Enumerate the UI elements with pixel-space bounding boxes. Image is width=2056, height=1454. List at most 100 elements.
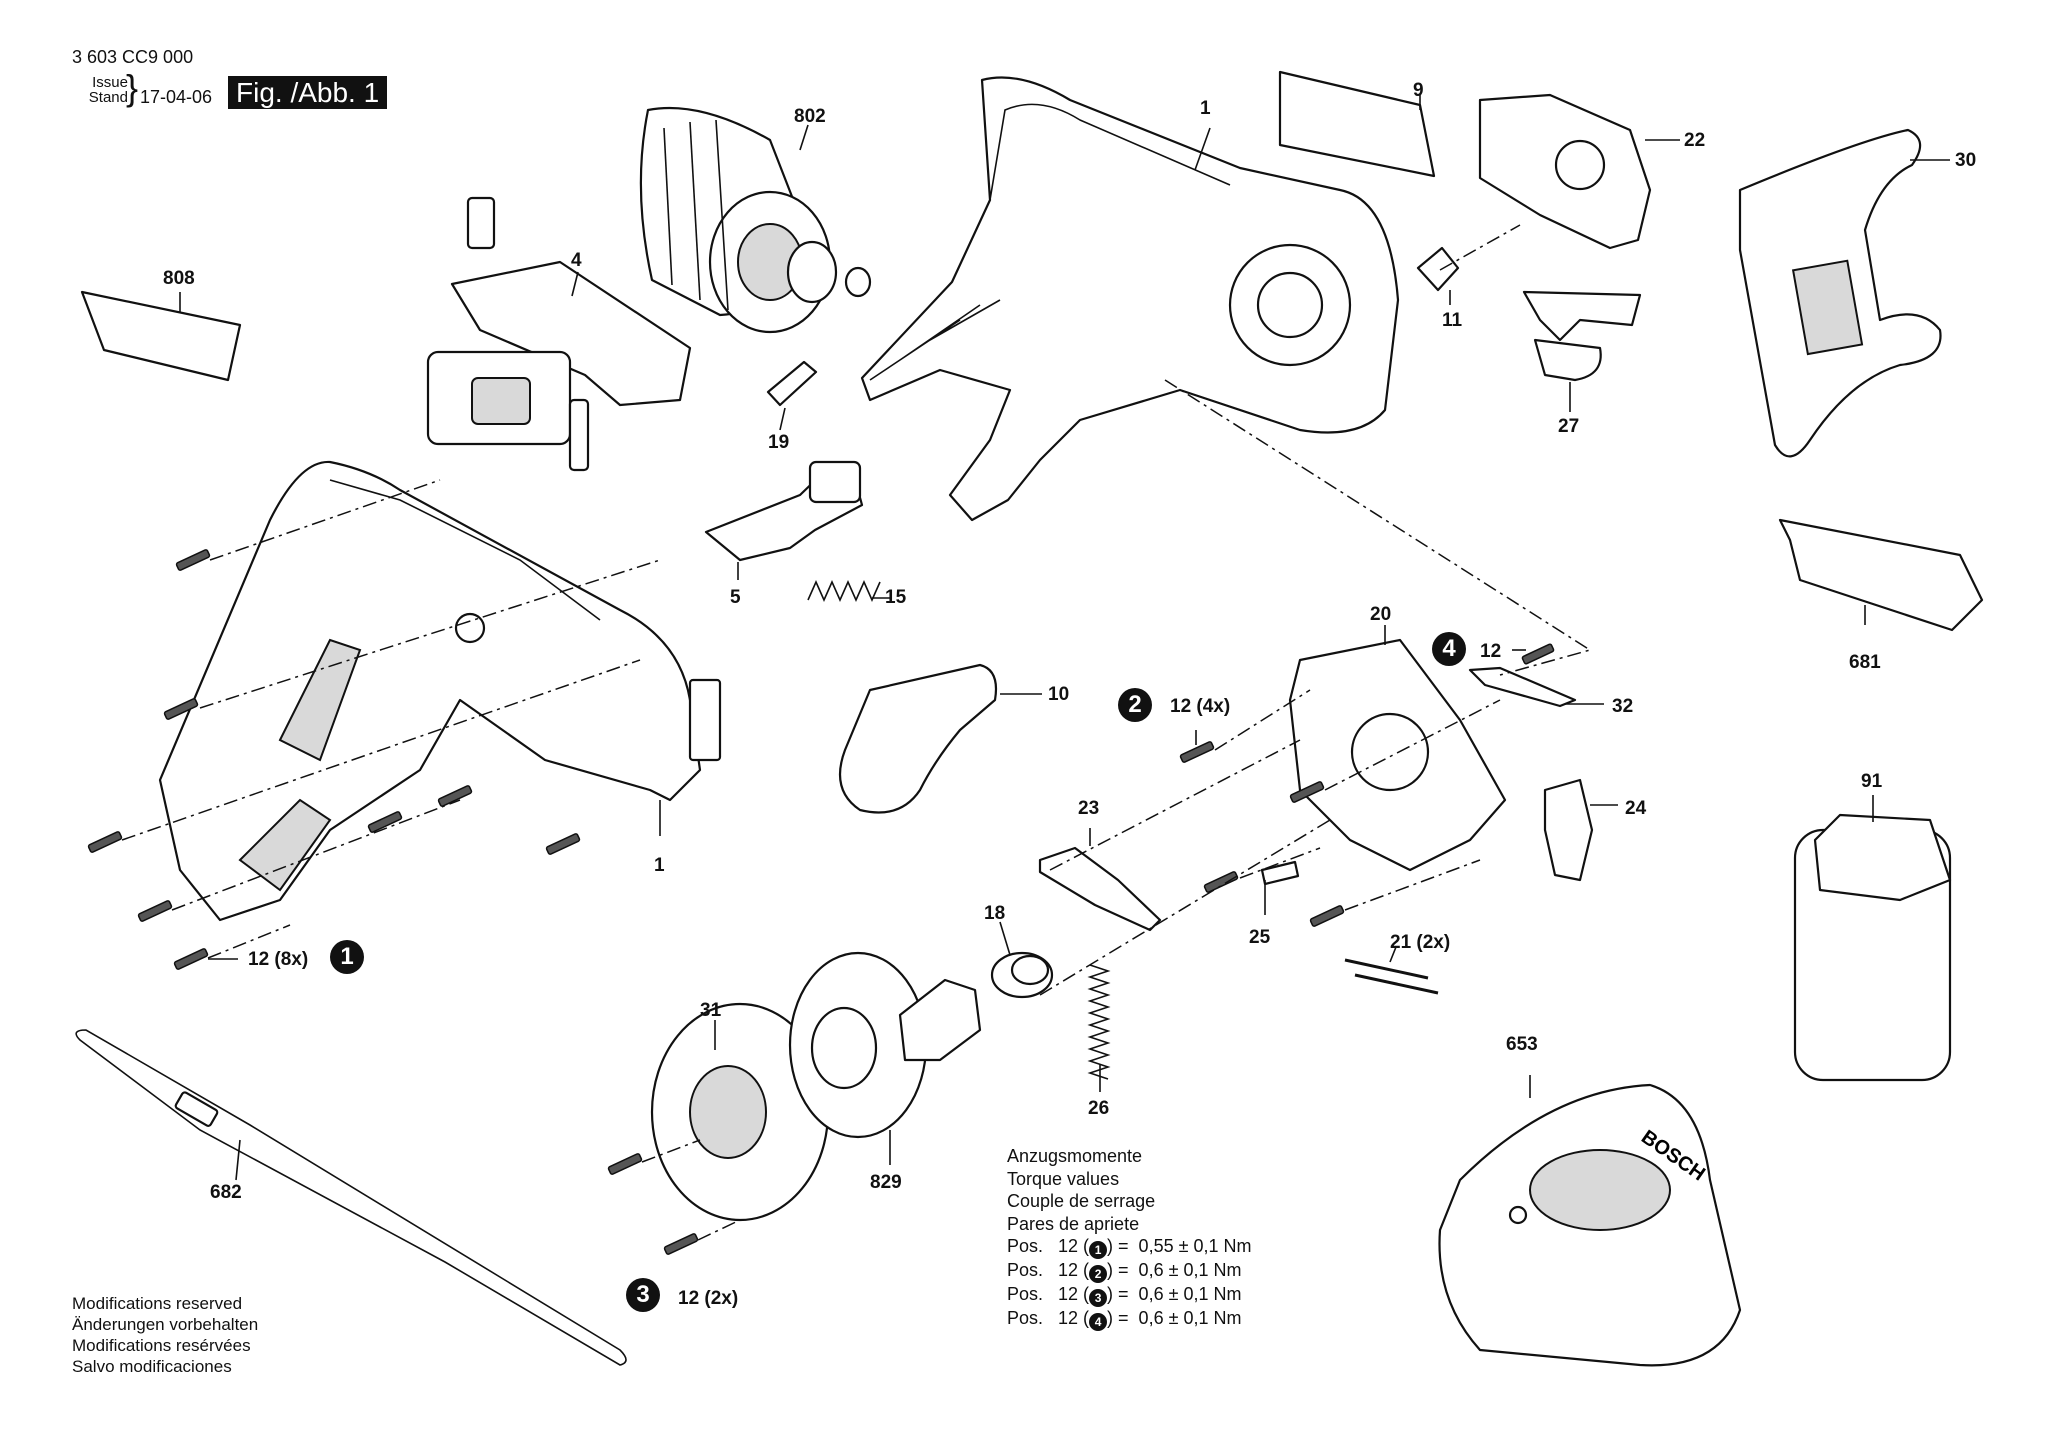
part-24: [1543, 778, 1594, 882]
part-32-lever: [1468, 666, 1577, 708]
part-20-gear-housing: [1288, 638, 1507, 872]
callout-12-4x: 12 (4x): [1170, 696, 1231, 717]
note-es: Salvo modificaciones: [72, 1357, 232, 1376]
callout-21-2x: 21 (2x): [1390, 932, 1451, 953]
torque-heading-de: Anzugsmomente: [1007, 1146, 1143, 1166]
callout-682: 682: [210, 1182, 242, 1203]
callout-12-8x: 12 (8x): [248, 949, 309, 970]
torque-heading-en: Torque values: [1007, 1168, 1120, 1189]
part-9-label: [1278, 70, 1436, 178]
callout-829: 829: [870, 1172, 902, 1193]
callout-9: 9: [1413, 80, 1424, 101]
torque-value: ) = 0,6 ± 0,1 Nm: [1107, 1308, 1242, 1328]
part-11: [1416, 246, 1460, 292]
torque-prefix: Pos. 12 (: [1007, 1236, 1090, 1256]
torque-badge: 2: [1089, 1265, 1108, 1283]
callout-22: 22: [1684, 130, 1706, 151]
callout-27: 27: [1558, 416, 1580, 437]
callout-808: 808: [163, 268, 195, 289]
callout-20: 20: [1370, 604, 1392, 625]
callout-26: 26: [1088, 1098, 1110, 1119]
callout-1-bottom: 1: [654, 855, 665, 876]
stand-label: Stand: [88, 89, 128, 106]
callout-23: 23: [1078, 798, 1100, 819]
issue-label: Issue: [92, 74, 128, 91]
issue-brace: }: [126, 67, 139, 108]
torque-row: Pos. 12 (2) = 0,6 ± 0,1 Nm: [1007, 1259, 1252, 1283]
callout-12-2x: 12 (2x): [678, 1288, 739, 1309]
assembly-lines: [121, 224, 1592, 1241]
callout-24: 24: [1625, 798, 1647, 819]
note-en: Modifications reserved: [72, 1294, 243, 1313]
part-1-housing-top: [860, 76, 1400, 522]
torque-table: Anzugsmomente Torque values Couple de se…: [1007, 1145, 1252, 1331]
callout-18: 18: [984, 903, 1006, 924]
torque-heading-fr: Couple de serrage: [1007, 1191, 1156, 1211]
callout-12-pos4: 12: [1480, 641, 1502, 662]
part-21-rods: [1344, 958, 1439, 995]
part-26-spring: [1087, 964, 1111, 1080]
callout-4: 4: [571, 250, 582, 271]
callout-802: 802: [794, 106, 826, 127]
part-681: [1778, 518, 1984, 632]
callout-681: 681: [1849, 652, 1881, 673]
torque-prefix: Pos. 12 (: [1007, 1284, 1090, 1304]
callout-11: 11: [1442, 310, 1463, 331]
part-91-battery: [1793, 813, 1952, 1082]
note-de: Änderungen vorbehalten: [72, 1315, 259, 1334]
callout-25: 25: [1249, 927, 1271, 948]
callout-10: 10: [1048, 684, 1070, 705]
belt-clip-window: [1791, 259, 1864, 356]
position-badge-1: 1: [330, 940, 364, 974]
torque-row: Pos. 12 (1) = 0,55 ± 0,1 Nm: [1007, 1235, 1252, 1259]
callout-5: 5: [730, 587, 741, 608]
torque-badge: 4: [1089, 1313, 1108, 1331]
torque-value: ) = 0,6 ± 0,1 Nm: [1107, 1284, 1242, 1304]
part-682-lanyard: [75, 1029, 627, 1366]
figure-label: Fig. /Abb. 1: [228, 76, 388, 109]
part-802-motor: [639, 106, 872, 334]
torque-badge: 1: [1089, 1241, 1108, 1259]
torque-value: ) = 0,6 ± 0,1 Nm: [1107, 1260, 1242, 1280]
position-badge-4: 4: [1432, 632, 1466, 666]
callout-1-top: 1: [1200, 98, 1211, 119]
torque-prefix: Pos. 12 (: [1007, 1308, 1090, 1328]
part-22: [1478, 93, 1652, 250]
torque-value: ) = 0,55 ± 0,1 Nm: [1107, 1236, 1252, 1256]
part-23-lever: [1038, 846, 1162, 932]
callout-653: 653: [1506, 1034, 1538, 1055]
part-5-button: [704, 460, 864, 562]
issue-date: 17-04-06: [140, 87, 213, 107]
position-badge-2: 2: [1118, 688, 1152, 722]
doc-number: 3 603 CC9 000: [72, 47, 194, 67]
modification-notes: Modifications reserved Änderungen vorbeh…: [72, 1293, 258, 1377]
callout-31: 31: [700, 1000, 722, 1021]
lanyard-slider: [174, 1091, 219, 1127]
torque-row: Pos. 12 (3) = 0,6 ± 0,1 Nm: [1007, 1283, 1252, 1307]
part-653-charger: [1438, 1083, 1742, 1367]
part-18-bearing: [990, 951, 1054, 999]
callout-15: 15: [885, 587, 907, 608]
part-808-label: [80, 290, 242, 382]
part-15-spring: [807, 580, 892, 602]
part-19: [766, 360, 818, 407]
note-fr: Modifications resérvées: [72, 1336, 251, 1355]
callout-32: 32: [1612, 696, 1634, 717]
part-4-switch: [426, 196, 692, 472]
part-1-housing-bottom: [158, 460, 722, 922]
callout-30: 30: [1955, 150, 1977, 171]
callout-19: 19: [768, 432, 790, 453]
torque-prefix: Pos. 12 (: [1007, 1260, 1090, 1280]
part-25-pin: [1260, 860, 1300, 886]
screws: [87, 549, 1555, 1255]
leader-lines: [179, 95, 1950, 1181]
issue-stand-label: Issue Stand: [80, 75, 128, 105]
torque-heading-es: Pares de apriete: [1007, 1213, 1140, 1234]
callout-91: 91: [1861, 771, 1883, 792]
part-10-handle: [838, 663, 998, 814]
torque-row: Pos. 12 (4) = 0,6 ± 0,1 Nm: [1007, 1307, 1252, 1331]
position-badge-3: 3: [626, 1278, 660, 1312]
part-27: [1522, 290, 1642, 382]
